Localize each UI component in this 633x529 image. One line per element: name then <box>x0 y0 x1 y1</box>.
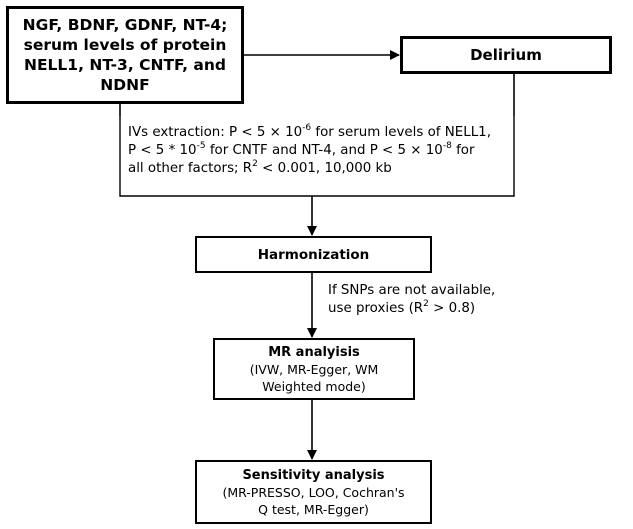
ivs-line-3: all other factors; R2 < 0.001, 10,000 kb <box>128 158 392 176</box>
ivs-line-1: IVs extraction: P < 5 × 10-6 for serum l… <box>128 122 491 140</box>
harmonization-box: Harmonization <box>195 236 432 273</box>
sensitivity-analysis-box: Sensitivity analysis (MR-PRESSO, LOO, Co… <box>195 460 432 524</box>
mr-analysis-line-2: Weighted mode) <box>262 378 366 394</box>
ivs-line-2: P < 5 * 10-5 for CNTF and NT-4, and P < … <box>128 140 475 158</box>
harmonization-label: Harmonization <box>257 246 370 263</box>
exposures-box: NGF, BDNF, GDNF, NT-4; serum levels of p… <box>6 6 244 104</box>
proxies-line-1: If SNPs are not available, <box>328 283 496 298</box>
exposures-line-3: NELL1, NT-3, CNTF, and <box>23 56 227 74</box>
mr-analysis-title: MR analyisis <box>268 344 360 360</box>
proxies-note: If SNPs are not available, use proxies (… <box>328 282 495 318</box>
ivs-extraction-note: IVs extraction: P < 5 × 10-6 for serum l… <box>128 122 491 178</box>
sensitivity-title: Sensitivity analysis <box>242 467 385 483</box>
sensitivity-line-1: (MR-PRESSO, LOO, Cochran's <box>222 484 405 500</box>
exposures-line-2: serum levels of protein <box>23 36 227 54</box>
proxies-line-2: use proxies (R2 > 0.8) <box>328 298 476 316</box>
exposures-line-4: NDNF <box>100 76 150 94</box>
outcome-label: Delirium <box>470 46 542 64</box>
exposures-line-1: NGF, BDNF, GDNF, NT-4; <box>22 16 228 34</box>
sensitivity-line-2: Q test, MR-Egger) <box>258 501 369 517</box>
outcome-box: Delirium <box>400 36 612 74</box>
mr-analysis-line-1: (IVW, MR-Egger, WM <box>249 361 379 377</box>
mr-analysis-box: MR analyisis (IVW, MR-Egger, WM Weighted… <box>213 338 415 400</box>
ivs-note-frame <box>119 116 515 197</box>
